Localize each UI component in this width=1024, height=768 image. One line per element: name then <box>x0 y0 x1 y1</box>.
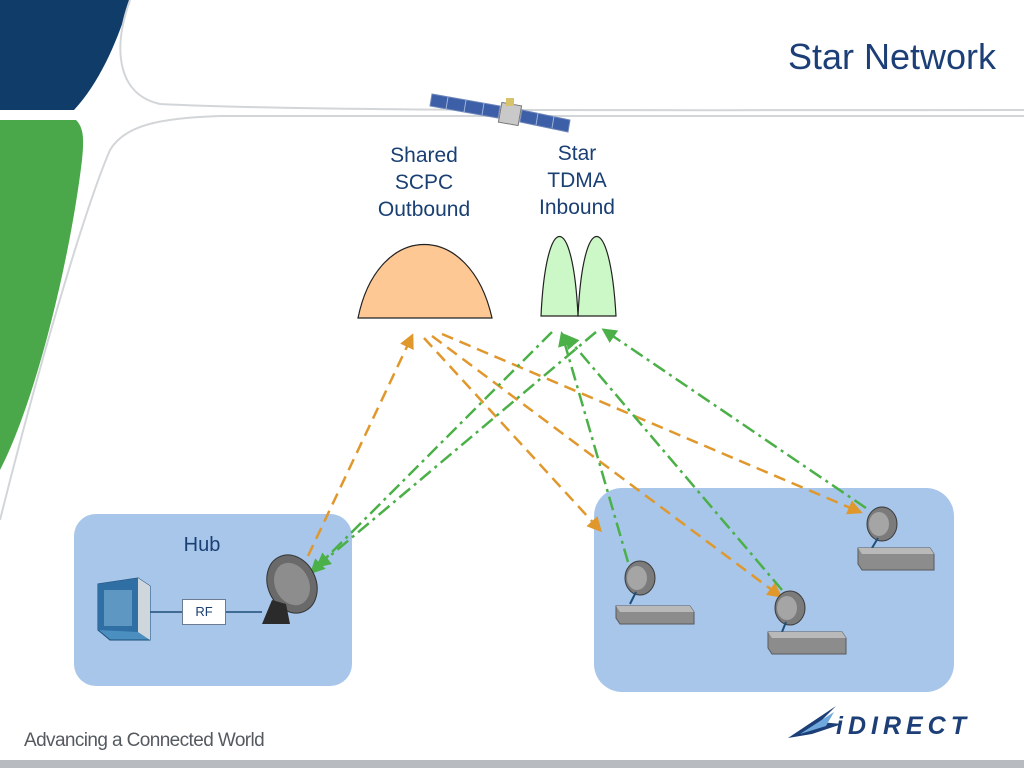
remote-terminal-1-icon <box>615 560 695 625</box>
navy-corner-shape <box>0 0 130 110</box>
inbound-arrows <box>309 328 867 591</box>
inbound-label-line: TDMA <box>547 169 607 192</box>
remote-terminal-2-icon <box>767 590 847 655</box>
outbound-arrow-remote-1 <box>423 337 603 533</box>
inbound-arrow-remote-3 <box>601 328 867 510</box>
rf-box: RF <box>182 599 226 625</box>
inbound-arrow-hub-down-2 <box>315 331 597 568</box>
outbound-carrier <box>357 243 493 319</box>
outbound-label-line: SCPC <box>394 171 454 194</box>
inbound-label-line: Inbound <box>539 196 615 219</box>
outbound-arrows <box>306 332 863 598</box>
swoosh-curve-left <box>0 115 1024 521</box>
swoosh-curve-top <box>119 0 1024 112</box>
green-side-shape <box>0 120 84 470</box>
hub-antenna-icon <box>262 554 318 624</box>
inbound-label: Star TDMA Inbound <box>522 140 632 221</box>
outbound-label-line: Shared <box>390 144 458 167</box>
inbound-arrow-remote-1 <box>558 331 630 563</box>
inbound-carrier-1 <box>540 235 579 317</box>
outbound-arrow-remote-2 <box>431 334 783 598</box>
hub-label: Hub <box>183 534 221 556</box>
idirect-logo-icon <box>788 706 842 738</box>
idirect-logo-text: iDIRECT <box>836 712 971 740</box>
inbound-arrow-hub-down-1 <box>309 331 553 575</box>
outbound-arrow-remote-3 <box>441 332 863 515</box>
inbound-carrier-2 <box>577 235 617 317</box>
inbound-arrow-remote-2 <box>564 333 783 591</box>
satellite-icon <box>429 93 571 133</box>
footer-bar <box>0 760 1024 768</box>
inbound-label-line: Star <box>557 142 597 165</box>
hub-server-rack-icon <box>97 577 151 641</box>
outbound-arrow-hub-up <box>306 333 414 557</box>
footer-tagline: Advancing a Connected World <box>24 730 265 751</box>
page-title: Star Network <box>787 36 996 77</box>
outbound-label-line: Outbound <box>377 198 471 221</box>
remote-terminal-3-icon <box>857 506 935 571</box>
outbound-label: Shared SCPC Outbound <box>362 142 486 223</box>
